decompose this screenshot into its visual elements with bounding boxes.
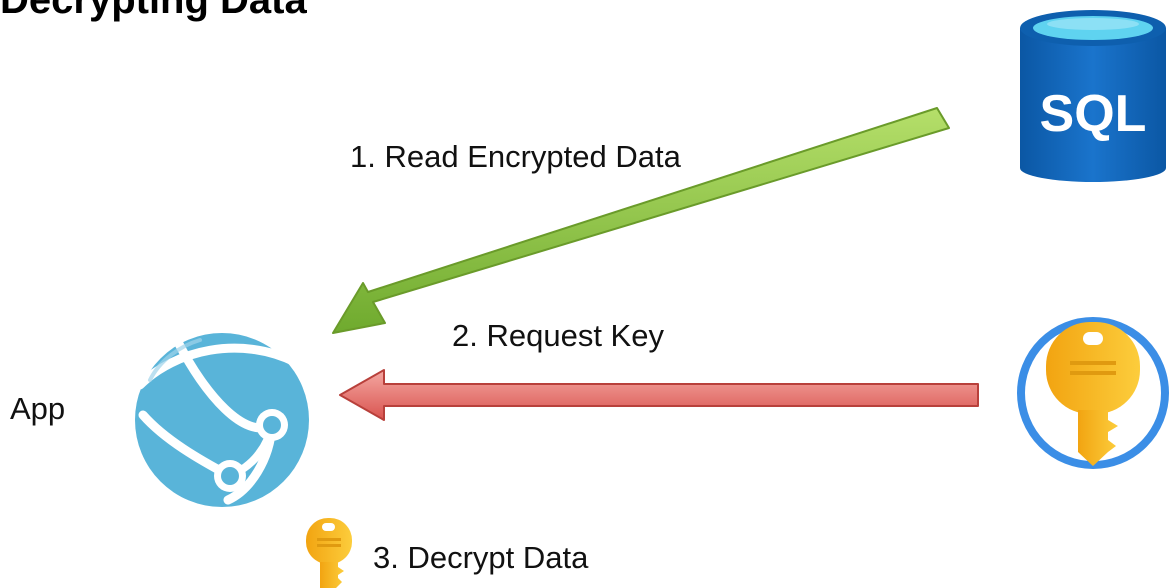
app-label: App (10, 391, 65, 426)
sql-label: SQL (1040, 85, 1147, 143)
web-app-globe-icon (135, 333, 309, 507)
sql-database-icon (1020, 10, 1166, 182)
step-3-label: 3. Decrypt Data (373, 540, 589, 575)
step-2-label: 2. Request Key (452, 318, 664, 353)
read-data-arrow (332, 107, 950, 334)
key-vault-icon (1017, 317, 1169, 469)
request-key-arrow (339, 369, 979, 421)
page-title: Decrypting Data (0, 0, 307, 22)
step-1-label: 1. Read Encrypted Data (350, 139, 682, 174)
key-icon (306, 518, 352, 588)
